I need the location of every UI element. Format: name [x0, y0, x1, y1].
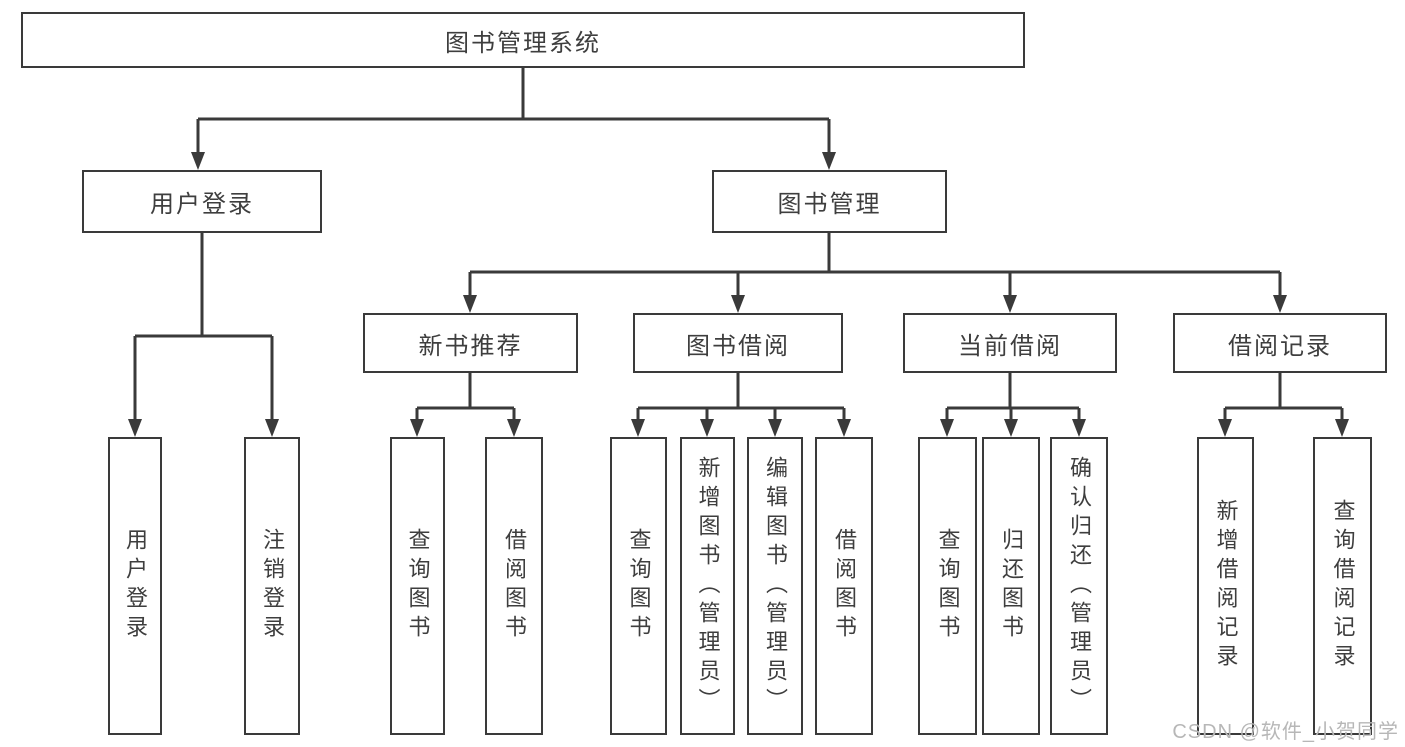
node-label: 编辑图书（管理员）: [763, 455, 788, 717]
node-borrowing-records: 借阅记录: [1173, 313, 1387, 373]
leaf-query-book-borrowing: 查询图书: [610, 437, 667, 735]
node-label: 确认归还（管理员）: [1067, 455, 1092, 717]
node-book-management: 图书管理: [712, 170, 947, 233]
node-label: 注销登录: [260, 528, 285, 644]
leaf-edit-book-admin: 编辑图书（管理员）: [747, 437, 803, 735]
node-label: 借阅图书: [502, 528, 527, 644]
node-label: 用户登录: [150, 191, 254, 218]
node-label: 图书管理系统: [445, 29, 601, 57]
node-label: 图书借阅: [686, 332, 790, 360]
leaf-logout: 注销登录: [244, 437, 300, 735]
leaf-query-book-current: 查询图书: [918, 437, 977, 735]
branch-lines: [133, 68, 1344, 423]
node-label: 新增借阅记录: [1213, 499, 1239, 673]
node-label: 当前借阅: [958, 332, 1062, 360]
node-label: 查询图书: [626, 528, 652, 644]
node-label: 归还图书: [999, 528, 1024, 644]
node-label: 新书推荐: [418, 332, 523, 360]
node-label: 借阅记录: [1228, 332, 1332, 360]
node-label: 借阅图书: [832, 528, 857, 644]
leaf-user-login: 用户登录: [108, 437, 162, 735]
leaf-query-book-recommend: 查询图书: [390, 437, 445, 735]
leaf-borrow-book: 借阅图书: [815, 437, 873, 735]
leaf-confirm-return-admin: 确认归还（管理员）: [1050, 437, 1108, 735]
node-label: 查询图书: [405, 528, 431, 644]
leaf-add-borrow-record: 新增借阅记录: [1197, 437, 1254, 735]
node-library-system: 图书管理系统: [21, 12, 1025, 68]
leaf-borrow-book-recommend: 借阅图书: [485, 437, 543, 735]
node-label: 查询图书: [935, 528, 961, 644]
node-book-borrowing: 图书借阅: [633, 313, 843, 373]
csdn-watermark: CSDN @软件_小贺同学: [1172, 721, 1399, 743]
leaf-add-book-admin: 新增图书（管理员）: [680, 437, 735, 735]
node-label: 查询借阅记录: [1330, 499, 1356, 673]
leaf-query-borrow-record: 查询借阅记录: [1313, 437, 1372, 735]
node-label: 用户登录: [123, 528, 148, 644]
node-label: 新增图书（管理员）: [695, 455, 721, 717]
node-label: 图书管理: [777, 191, 882, 218]
node-user-login: 用户登录: [82, 170, 322, 233]
node-new-book-recommend: 新书推荐: [363, 313, 578, 373]
node-current-borrowing: 当前借阅: [903, 313, 1117, 373]
leaf-return-book: 归还图书: [982, 437, 1040, 735]
